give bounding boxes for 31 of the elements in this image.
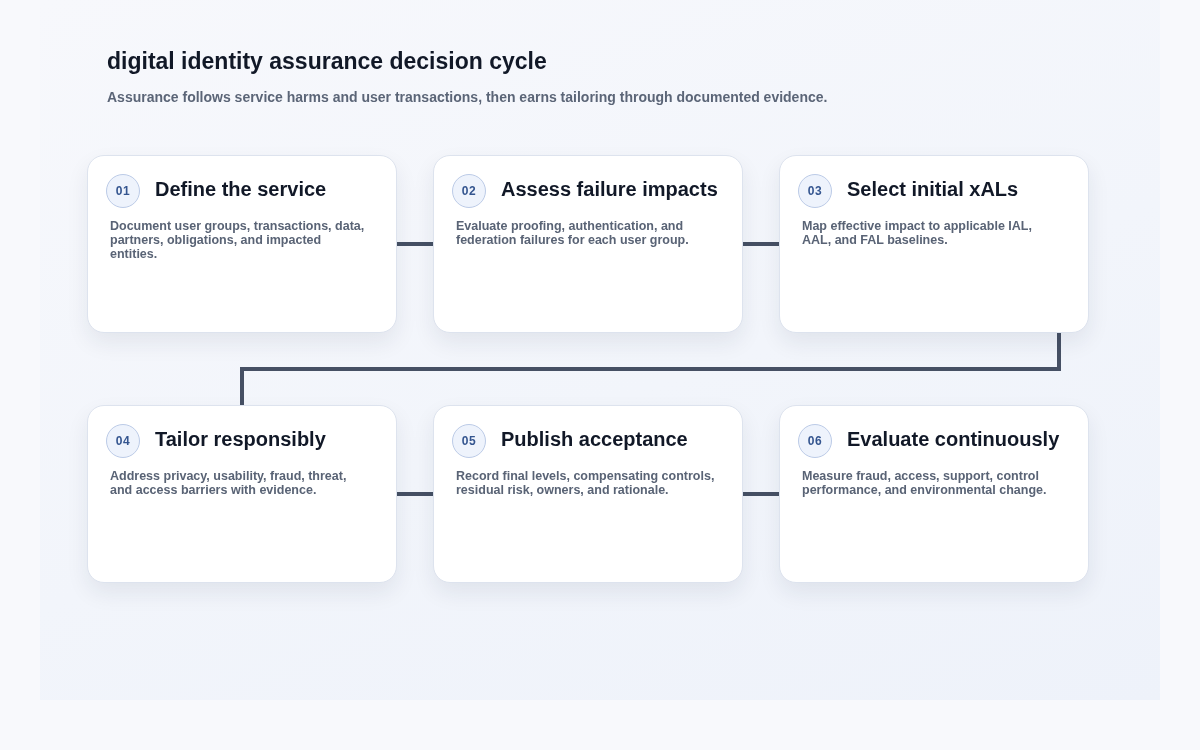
step-number: 02 <box>452 174 486 208</box>
step-card <box>433 405 743 583</box>
step-title: Select initial xALs <box>847 178 1019 201</box>
step-number: 05 <box>452 424 486 458</box>
step-number: 06 <box>798 424 832 458</box>
connector-line <box>397 242 433 246</box>
step-title: Tailor responsibly <box>155 428 326 451</box>
step-card <box>779 155 1089 333</box>
step-description: Address privacy, usability, fraud, threat, and access barriers with evidence. <box>110 469 348 497</box>
step-number: 03 <box>798 174 832 208</box>
step-card <box>87 155 397 333</box>
step-title: Assess failure impacts <box>501 178 718 201</box>
subtitle: Assurance follows service harms and user transactions, then earns tailoring through documented evidence. <box>107 89 828 105</box>
step-number: 04 <box>106 424 140 458</box>
step-title: Define the service <box>155 178 327 201</box>
step-title: Evaluate continuously <box>847 428 1060 451</box>
step-description: Map effective impact to applicable IAL, AAL, and FAL baselines. <box>802 219 1033 247</box>
step-title: Publish acceptance <box>501 428 688 451</box>
connector-line <box>743 492 779 496</box>
step-number: 01 <box>106 174 140 208</box>
connector-line <box>397 492 433 496</box>
diagram-title: digital identity assurance decision cycle <box>107 48 547 75</box>
connector-line <box>743 242 779 246</box>
step-description: Document user groups, transactions, data, partners, obligations, and impacted entities. <box>110 219 366 261</box>
step-description: Record final levels, compensating controls, residual risk, owners, and rationale. <box>456 469 715 497</box>
connector-line <box>240 333 1061 405</box>
step-card <box>433 155 743 333</box>
step-description: Measure fraud, access, support, control performance, and environmental change. <box>802 469 1048 497</box>
step-card <box>779 405 1089 583</box>
step-description: Evaluate proofing, authentication, and federation failures for each user group. <box>456 219 690 247</box>
step-card <box>87 405 397 583</box>
